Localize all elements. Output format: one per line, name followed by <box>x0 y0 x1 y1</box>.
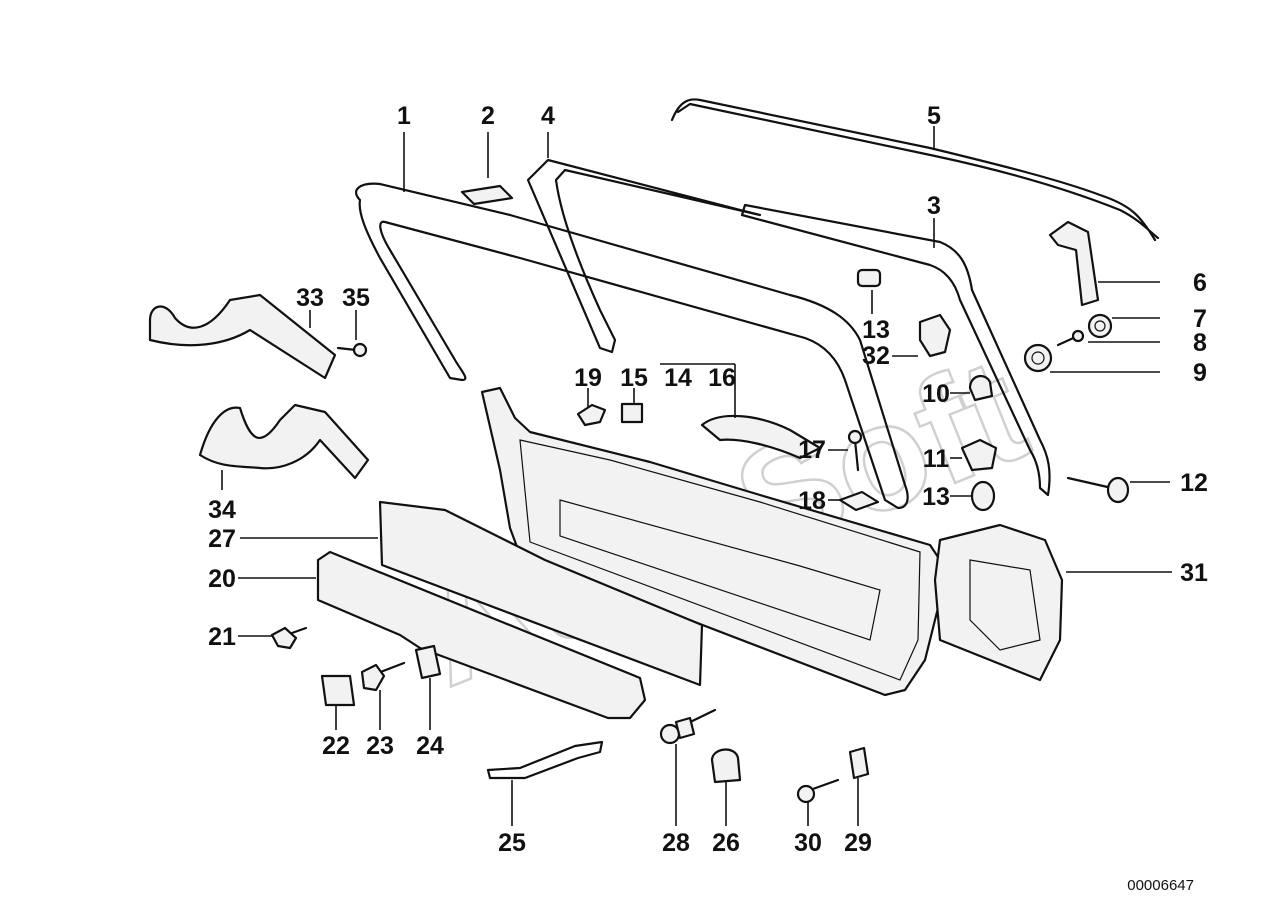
part-13-bumper-top <box>856 268 882 288</box>
part-27-pad <box>378 500 704 687</box>
part-25-strap <box>486 740 604 780</box>
part-30-screw <box>808 778 840 792</box>
callout-11: 11 <box>923 445 950 473</box>
callout-28: 28 <box>662 829 690 857</box>
callout-5: 5 <box>927 102 941 130</box>
callout-29: 29 <box>844 829 872 857</box>
part-9-grommet <box>1023 343 1053 373</box>
leader-lines <box>221 126 1172 826</box>
callout-9: 9 <box>1193 359 1207 387</box>
part-2-plate <box>460 184 514 206</box>
callout-23: 23 <box>366 732 394 760</box>
part-13-grommet-lower <box>970 480 996 512</box>
part-14-handle <box>700 414 822 460</box>
part-31-lock <box>933 523 1064 682</box>
part-17-screw <box>853 438 860 472</box>
part-21-clip <box>270 626 298 650</box>
part-15-clip <box>620 402 644 424</box>
callout-4: 4 <box>541 102 555 130</box>
callout-8: 8 <box>1193 329 1207 357</box>
part-12-screw <box>1066 476 1114 490</box>
callout-13-lower: 13 <box>922 483 950 511</box>
callout-labels: 1 2 4 5 3 6 7 8 9 33 35 13 32 19 15 14 1… <box>208 102 1208 857</box>
callout-16: 16 <box>708 364 736 392</box>
part-7-washer <box>1087 313 1113 339</box>
callout-20: 20 <box>208 565 236 593</box>
part-19-fastener <box>576 403 607 427</box>
callout-12: 12 <box>1180 469 1208 497</box>
part-1-frame <box>355 182 909 510</box>
part-10-plug <box>968 374 994 402</box>
callout-32: 32 <box>862 342 890 370</box>
callout-24: 24 <box>416 732 444 760</box>
callout-2: 2 <box>481 102 495 130</box>
callout-33: 33 <box>296 284 324 312</box>
callout-1: 1 <box>397 102 411 130</box>
part-29-clip <box>848 746 870 780</box>
callout-22: 22 <box>322 732 350 760</box>
part-3-right-trim <box>740 203 1051 497</box>
callout-31: 31 <box>1180 559 1208 587</box>
callout-25: 25 <box>498 829 526 857</box>
callout-26: 26 <box>712 829 740 857</box>
callout-17: 17 <box>798 436 826 464</box>
part-20-trim-strip <box>316 550 647 720</box>
callout-18: 18 <box>798 487 826 515</box>
part-4-seal <box>526 158 762 354</box>
part-33-bracket-arm <box>148 293 337 380</box>
callout-27: 27 <box>208 525 236 553</box>
callout-34: 34 <box>208 496 236 524</box>
part-22-pad <box>320 674 356 707</box>
callout-6: 6 <box>1193 269 1207 297</box>
part-34-cover <box>198 403 370 480</box>
callout-7: 7 <box>1193 305 1207 333</box>
part-18-nut <box>838 490 880 512</box>
callout-30: 30 <box>794 829 822 857</box>
callout-35: 35 <box>342 284 370 312</box>
callout-10: 10 <box>922 380 950 408</box>
part-32-striker <box>918 313 952 358</box>
document-number: 00006647 <box>1127 877 1194 894</box>
callout-13-top: 13 <box>862 316 890 344</box>
part-24-clip-nut <box>414 644 442 680</box>
part-6-bracket <box>1048 220 1100 307</box>
callout-14: 14 <box>664 364 692 392</box>
callout-15: 15 <box>620 364 648 392</box>
callout-19: 19 <box>574 364 602 392</box>
callout-3: 3 <box>927 192 941 220</box>
part-11-clip <box>960 438 998 472</box>
callout-21: 21 <box>208 623 236 651</box>
part-5-top-molding <box>670 98 1160 242</box>
part-26-plug <box>710 748 742 784</box>
